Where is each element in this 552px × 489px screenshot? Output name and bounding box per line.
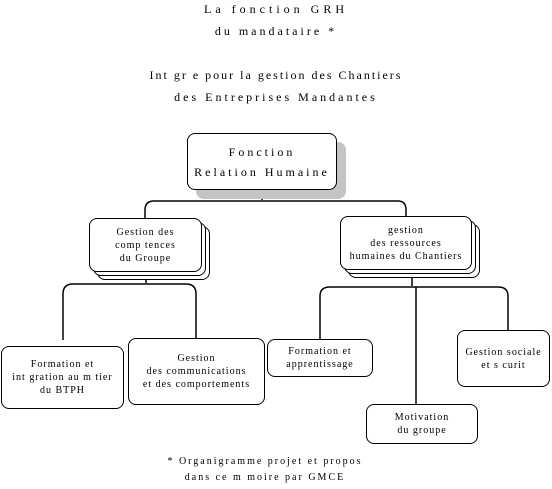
communications-line-1: Gestion [177, 353, 216, 364]
title-line-2: du mandataire * [214, 24, 338, 38]
formation-btph-line-2: int gration au m tier [12, 372, 113, 383]
root-box-line-1: Fonction [228, 144, 296, 159]
apprentissage-line-2: apprentissage [286, 359, 354, 370]
subtitle-line-1: Int gr e pour la gestion des Chantiers [149, 68, 403, 82]
root-box-line-2: Relation Humaine [194, 164, 330, 179]
communications-line-2: des communications [146, 366, 247, 377]
formation-btph-line-1: Formation et [30, 359, 95, 370]
box-formation-apprentissage: Formation et apprentissage [267, 339, 373, 377]
connector-competences-bar [62, 283, 197, 340]
subtitle-line-2: des Entreprises Mandantes [174, 90, 378, 104]
box-gestion-competences: Gestion des comp tences du Groupe [89, 218, 202, 272]
competences-line-1: Gestion des [116, 226, 175, 238]
box-motivation-groupe: Motivation du groupe [366, 404, 478, 444]
footnote-line-2: dans ce m moire par GMCE [184, 472, 346, 483]
ressources-line-1: gestion [388, 224, 424, 236]
box-gestion-sociale: Gestion sociale et s curit [457, 330, 550, 387]
apprentissage-line-1: Formation et [288, 346, 352, 357]
competences-line-2: comp tences [115, 239, 176, 251]
box-formation-integration-btph: Formation et int gration au m tier du BT… [1, 346, 124, 409]
communications-line-3: et des comportements [142, 379, 251, 390]
box-gestion-communications: Gestion des communications et des compor… [128, 338, 265, 405]
sociale-line-2: et s curit [481, 359, 526, 371]
connector-level1-bar [144, 200, 407, 216]
connector-ressources-bar [319, 286, 509, 339]
competences-line-3: du Groupe [119, 252, 172, 264]
box-gestion-ressources-humaines: gestion des ressources humaines du Chant… [340, 216, 472, 270]
sociale-line-1: Gestion sociale [465, 346, 542, 358]
root-box-fonction-relation-humaine: Fonction Relation Humaine [187, 133, 337, 190]
motivation-line-1: Motivation [394, 412, 450, 423]
ressources-line-2: des ressources [370, 237, 442, 249]
footnote-line-1: * Organigramme projet et propos [167, 456, 363, 467]
title-line-1: La fonction GRH [204, 2, 348, 16]
ressources-line-3: humaines du Chantiers [349, 250, 463, 262]
motivation-line-2: du groupe [397, 425, 447, 436]
formation-btph-line-3: du BTPH [39, 385, 86, 396]
